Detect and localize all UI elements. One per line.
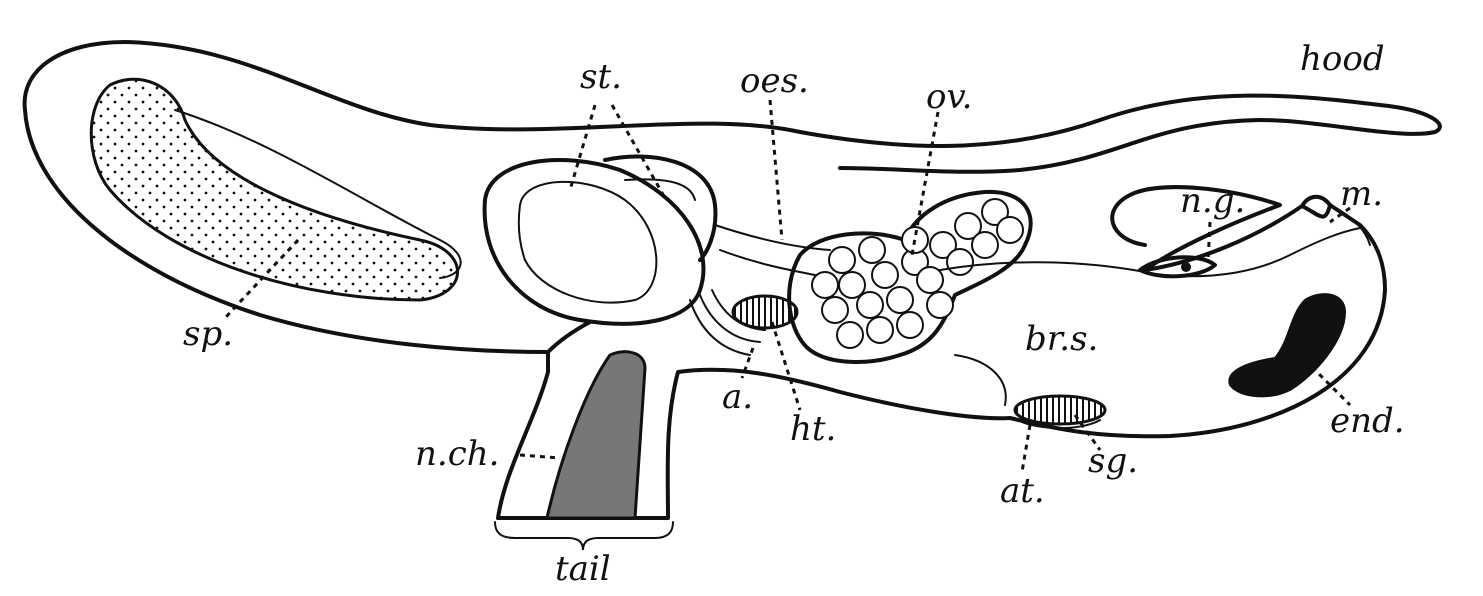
label-a: a.: [722, 377, 753, 417]
label-ov: ov.: [926, 77, 972, 117]
endostyle: [1228, 293, 1347, 398]
stomach-second-lobe: [603, 154, 718, 262]
label-nch: n.ch.: [415, 434, 499, 474]
hood-top-edge: [123, 40, 1442, 174]
stomach-outer: [482, 158, 706, 326]
label-sg: sg.: [1088, 441, 1138, 481]
heart: [731, 294, 799, 330]
label-m: m.: [1340, 174, 1383, 214]
notochord: [545, 350, 647, 520]
ganglion-eye: [1138, 255, 1217, 279]
atrium-line: [1014, 417, 1101, 429]
subneural-gland: [1013, 394, 1107, 426]
label-end: end.: [1330, 401, 1405, 441]
label-at: at.: [1000, 471, 1045, 511]
ovary-eggs: [811, 198, 1024, 349]
ganglion-dot: [1181, 262, 1191, 272]
label-ng: n.g.: [1180, 181, 1245, 221]
branchial-sac-outline: [939, 227, 1361, 406]
label-sp: sp.: [183, 314, 233, 354]
label-tail: tail: [555, 549, 611, 589]
body-outline: [22, 40, 1387, 520]
tail-bracket: [494, 521, 674, 551]
label-oes: oes.: [740, 61, 809, 101]
oesophagus: [714, 224, 831, 276]
hood-inner-line: [174, 109, 462, 279]
stomach-second-inner: [624, 178, 696, 201]
label-st: st.: [580, 57, 622, 97]
mouth: [1329, 204, 1371, 246]
label-hood: hood: [1300, 39, 1385, 79]
anus-folds: [689, 289, 766, 356]
label-brs: br.s.: [1025, 319, 1098, 359]
label-ht: ht.: [790, 409, 836, 449]
sp-organ: [89, 77, 459, 302]
leader-lines: [223, 99, 1352, 473]
stomach-inner: [517, 180, 658, 304]
